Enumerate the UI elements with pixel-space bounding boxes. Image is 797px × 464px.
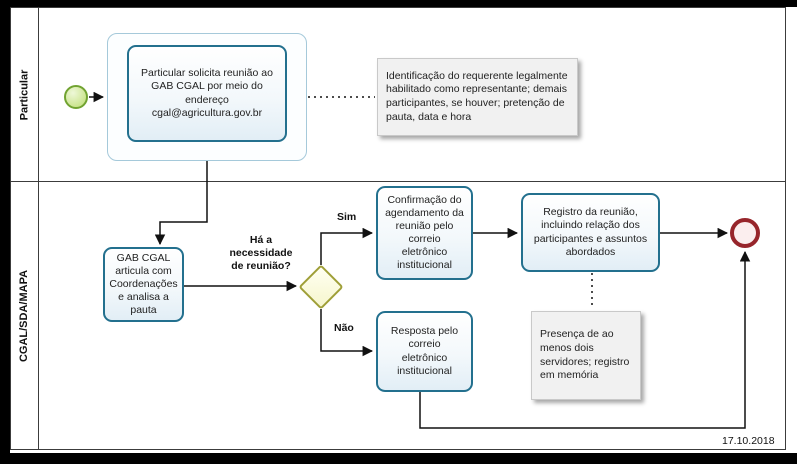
- lane-divider: [10, 181, 786, 182]
- bottom-border-bar: [0, 453, 797, 464]
- lane-particular: Particular: [10, 8, 39, 181]
- gateway-question-label: Há a necessidade de reunião?: [229, 234, 293, 273]
- annotation-identificacao-label: Identificação do requerente legalmente h…: [386, 69, 568, 123]
- annotation-presenca-label: Presença de ao menos dois servidores; re…: [540, 328, 630, 382]
- lane-cgal: CGAL/SDA/MAPA: [10, 182, 39, 449]
- lane-cgal-label: CGAL/SDA/MAPA: [18, 269, 31, 362]
- task-confirmacao-label: Confirmação do agendamento da reunião pe…: [385, 193, 464, 272]
- left-border-bar: [0, 0, 10, 464]
- date-stamp: 17.10.2018: [722, 435, 775, 447]
- task-confirmacao: Confirmação do agendamento da reunião pe…: [376, 186, 473, 280]
- annotation-presenca: Presença de ao menos dois servidores; re…: [531, 311, 641, 400]
- task-particular-solicita: Particular solicita reunião ao GAB CGAL …: [127, 45, 287, 142]
- end-event: [730, 218, 760, 248]
- task-registro-label: Registro da reunião, incluindo relação d…: [533, 206, 648, 258]
- task-gab-articula: GAB CGAL articula com Coordenações e ana…: [103, 247, 184, 322]
- annotation-identificacao: Identificação do requerente legalmente h…: [377, 58, 578, 136]
- lane-particular-label: Particular: [18, 69, 30, 120]
- task-resposta-label: Resposta pelo correio eletrônico institu…: [390, 325, 459, 377]
- flow-label-nao: Não: [334, 322, 354, 334]
- start-event: [64, 85, 88, 109]
- task-registro: Registro da reunião, incluindo relação d…: [521, 193, 660, 272]
- top-border-bar: [0, 0, 797, 7]
- task-gab-articula-label: GAB CGAL articula com Coordenações e ana…: [109, 251, 178, 317]
- flow-label-sim: Sim: [337, 211, 357, 223]
- task-particular-solicita-label: Particular solicita reunião ao GAB CGAL …: [141, 67, 273, 119]
- task-resposta: Resposta pelo correio eletrônico institu…: [376, 311, 473, 392]
